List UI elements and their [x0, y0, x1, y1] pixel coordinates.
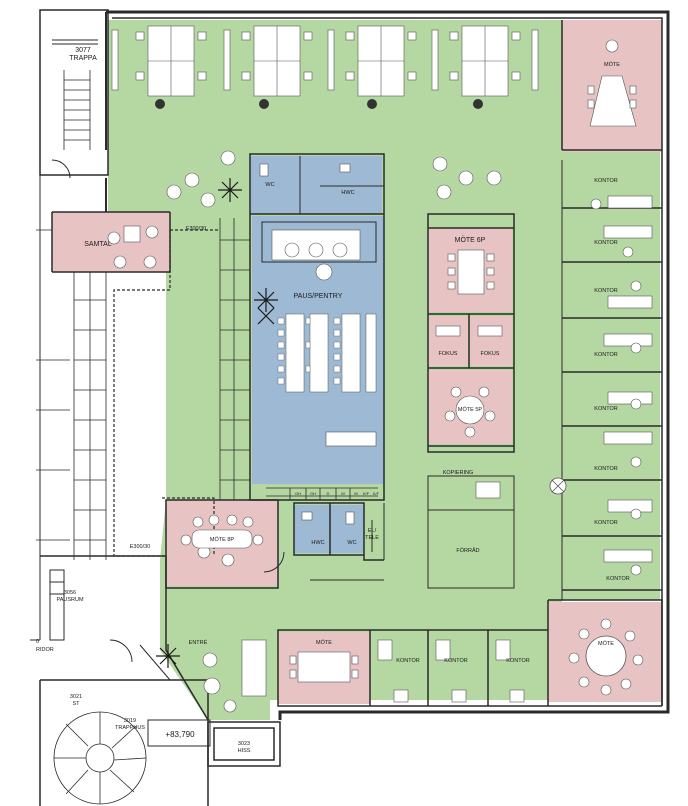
room-mote-8p: MÖTE 8P: [210, 536, 234, 543]
wc-zone-top: [250, 156, 382, 214]
room-kontor-bottom-2: KONTOR: [444, 658, 467, 664]
cabinet-label: GH: [310, 491, 316, 496]
pantry-tables: [285, 313, 377, 393]
room-name-pausrum: PAUSRUM: [56, 597, 84, 603]
copier: [475, 481, 501, 499]
room-fokus-right: FOKUS: [481, 351, 500, 357]
room-mote-5p: MÖTE 5P: [458, 406, 482, 413]
walls: [30, 9, 670, 806]
room-mote-top-right: MÖTE: [604, 61, 620, 68]
pantry-chairs: [277, 317, 341, 385]
room-number-3056: 3056: [64, 590, 76, 596]
room-mote-round: MÖTE: [598, 640, 614, 647]
mote-round-furniture: [568, 618, 644, 696]
cabinet-label: M: [341, 491, 344, 496]
room-kontor-bottom-1: KONTOR: [396, 658, 419, 664]
desk-clusters: [111, 25, 539, 109]
room-kontor-bottom-3: KONTOR: [506, 658, 529, 664]
fokus-right-zone: [470, 316, 512, 366]
cabinet-label: M: [354, 491, 357, 496]
open-office-top-right-strip: [550, 150, 660, 600]
mote-6p-furniture: [447, 249, 495, 295]
room-kontor-3: KONTOR: [594, 288, 617, 294]
room-number-3077: 3077: [75, 47, 91, 54]
cabinet-label: GH: [295, 491, 301, 496]
room-mote-6p: MÖTE 6P: [455, 236, 486, 244]
wall-type-e300-top: E300/30: [186, 226, 207, 232]
room-entre: ENTRÉ: [189, 639, 208, 646]
room-wc-top: WC: [265, 182, 274, 188]
room-fokus-left: FOKUS: [439, 351, 458, 357]
level-marker: +83,790: [165, 730, 195, 739]
mote-top-right-furniture: [587, 39, 637, 127]
toilet-fixtures: [259, 163, 355, 525]
room-name-trapphus: TRAPPHUS: [115, 725, 145, 731]
room-number-3021: 3021: [70, 694, 82, 700]
spiral-stair: [53, 711, 147, 805]
fokus-furniture: [435, 325, 503, 337]
plant-icon: [156, 178, 278, 668]
kontor-furniture: [603, 195, 653, 563]
room-name-trappa: TRAPPA: [69, 55, 97, 62]
room-kontor-4: KONTOR: [594, 352, 617, 358]
room-kontor-2: KONTOR: [594, 240, 617, 246]
wall-type-e300-bottom: E300/30: [130, 544, 151, 550]
room-kontor-8: KONTOR: [606, 576, 629, 582]
room-number-3023: 3023: [238, 741, 250, 747]
corridor-label-line1: 0: [36, 639, 39, 645]
samtal-furniture: [107, 225, 159, 269]
cabinet-label: K/F: [373, 491, 380, 496]
pantry-furniture: [271, 229, 377, 447]
bottom-rooms-furniture: [241, 639, 525, 703]
plant-round-icon: [549, 477, 567, 495]
room-el-tele-line1: EL/: [368, 528, 377, 534]
mote-8p-furniture: [180, 514, 264, 549]
room-kontor-7: KONTOR: [594, 520, 617, 526]
room-number-3019: 3019: [124, 718, 136, 724]
lounge-seating: [166, 150, 502, 713]
room-name-hiss: HISS: [238, 748, 251, 754]
cabinet-labels: GH GH D M M K/F K/F: [295, 491, 380, 496]
room-hwc-top: HWC: [341, 190, 354, 196]
room-kopiering: KOPIERING: [443, 470, 474, 476]
cabinet-label: D: [327, 491, 330, 496]
room-labels: 3077 TRAPPA SAMTAL E300/30 E300/30 WC HW…: [36, 47, 630, 754]
kontor-chairs: [590, 198, 642, 576]
corridor-label-line2: RIDOR: [36, 647, 54, 653]
room-name-st: ST: [72, 701, 80, 707]
room-el-tele-line2: TELE: [365, 535, 379, 541]
room-samtal: SAMTAL: [84, 241, 112, 248]
room-kontor-1: KONTOR: [594, 178, 617, 184]
room-wc-bottom: WC: [347, 540, 356, 546]
room-forrad: FÖRRÅD: [456, 547, 479, 554]
mote-5p-furniture: [444, 386, 496, 438]
room-paus-pentry: PAUS/PENTRY: [294, 293, 343, 300]
room-kontor-6: KONTOR: [594, 466, 617, 472]
fokus-left-zone: [428, 316, 468, 366]
room-mote-bottom: MÖTE: [316, 639, 332, 646]
cabinet-label: K/F: [363, 491, 370, 496]
room-hwc-bottom: HWC: [311, 540, 324, 546]
room-kontor-5: KONTOR: [594, 406, 617, 412]
